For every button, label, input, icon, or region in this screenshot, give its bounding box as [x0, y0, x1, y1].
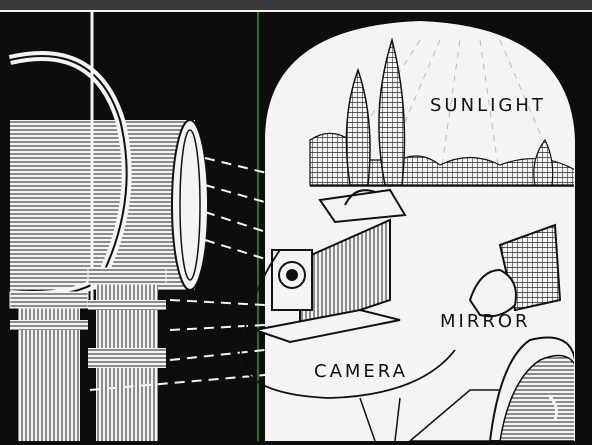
camera-label: CAMERA: [314, 361, 408, 382]
mirror-label: MIRROR: [440, 311, 531, 332]
top-strip: [0, 0, 592, 10]
sunlight-label: SUNLIGHT: [430, 95, 546, 116]
